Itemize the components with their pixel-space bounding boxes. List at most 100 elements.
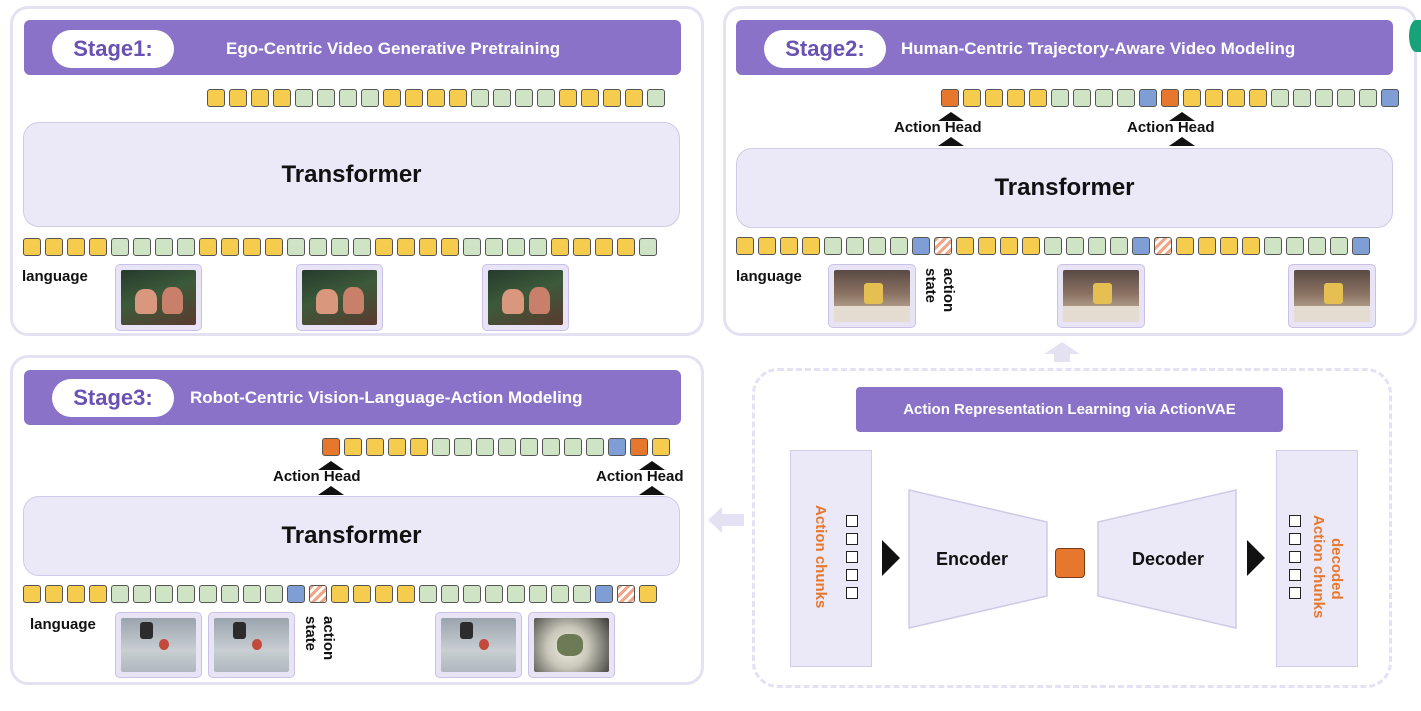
state-token — [1132, 237, 1150, 255]
left-connector-arrow-icon — [708, 507, 744, 533]
chunk-box — [846, 515, 858, 527]
vision-token — [265, 585, 283, 603]
vision-token — [1183, 89, 1201, 107]
up-arrow-icon — [1169, 137, 1195, 146]
corner-marker-icon — [1409, 20, 1421, 52]
vision-token — [419, 585, 437, 603]
action-query-token — [309, 585, 327, 603]
vision-token — [736, 237, 754, 255]
vision-token — [221, 585, 239, 603]
stage1-language-label: language — [22, 268, 88, 285]
stage2-transformer: Transformer — [736, 148, 1393, 228]
vision-token — [295, 89, 313, 107]
chunk-box — [1289, 533, 1301, 545]
stage2-output-tokens — [941, 89, 1399, 107]
vision-token — [449, 89, 467, 107]
vision-token — [1088, 237, 1106, 255]
stage1-frame-3 — [482, 264, 569, 331]
stage3-action-head-1: Action Head — [273, 468, 361, 485]
stage3-frame-3 — [435, 612, 522, 678]
vision-token — [155, 238, 173, 256]
vision-token — [1110, 237, 1128, 255]
action-chunks-input-column — [790, 450, 872, 667]
action-token — [322, 438, 340, 456]
chunk-box — [1289, 569, 1301, 581]
ego-video-frame-image — [121, 270, 196, 325]
vision-token — [133, 238, 151, 256]
vision-token — [985, 89, 1003, 107]
vision-token — [551, 238, 569, 256]
vision-token — [177, 238, 195, 256]
vision-token — [111, 585, 129, 603]
stage1-title: Ego-Centric Video Generative Pretraining — [226, 39, 561, 58]
vision-token — [1095, 89, 1113, 107]
state-token — [595, 585, 613, 603]
action-query-token — [934, 237, 952, 255]
vision-token — [1315, 89, 1333, 107]
right-arrow-icon — [1247, 540, 1265, 576]
vision-token — [780, 237, 798, 255]
vision-token — [1242, 237, 1260, 255]
chunk-box — [846, 569, 858, 581]
stage2-frame-1 — [828, 264, 916, 328]
vision-token — [1176, 237, 1194, 255]
vision-token — [1007, 89, 1025, 107]
vision-token — [366, 438, 384, 456]
stage1-label: Stage1: — [52, 30, 174, 68]
stage3-output-tokens — [322, 438, 670, 456]
state-token — [1381, 89, 1399, 107]
vision-token — [273, 89, 291, 107]
chunk-box — [846, 551, 858, 563]
vision-token — [520, 438, 538, 456]
robot-video-frame-image — [214, 618, 289, 672]
vision-token — [1286, 237, 1304, 255]
decoder-label: Decoder — [1132, 549, 1205, 569]
vision-token — [353, 585, 371, 603]
vision-token — [485, 238, 503, 256]
vision-token — [1330, 237, 1348, 255]
vision-token — [1000, 237, 1018, 255]
vision-token — [493, 89, 511, 107]
vision-token — [441, 585, 459, 603]
encoder-label: Encoder — [936, 549, 1009, 569]
vision-token — [1066, 237, 1084, 255]
up-arrow-icon — [639, 461, 665, 470]
vae-title: Action Representation Learning via Actio… — [856, 387, 1283, 432]
stage1-frame-1 — [115, 264, 202, 331]
action-query-token — [617, 585, 635, 603]
vision-token — [963, 89, 981, 107]
vision-token — [573, 238, 591, 256]
latent-token — [1055, 548, 1085, 578]
up-arrow-icon — [318, 486, 344, 495]
action-token — [630, 438, 648, 456]
vision-token — [229, 89, 247, 107]
vision-token — [89, 585, 107, 603]
vision-token — [410, 438, 428, 456]
vision-token — [529, 585, 547, 603]
vision-token — [111, 238, 129, 256]
vision-token — [1022, 237, 1040, 255]
vision-token — [1205, 89, 1223, 107]
vision-token — [463, 238, 481, 256]
vision-token — [361, 89, 379, 107]
vision-token — [802, 237, 820, 255]
stage2-action-head-2: Action Head — [1127, 119, 1215, 136]
vision-token — [476, 438, 494, 456]
state-token — [912, 237, 930, 255]
chunk-box — [1289, 551, 1301, 563]
vision-token — [1117, 89, 1135, 107]
vision-token — [67, 585, 85, 603]
vision-token — [564, 438, 582, 456]
decoded-label: decoded — [1328, 538, 1345, 600]
ego-video-frame-image — [488, 270, 563, 325]
vision-token — [542, 438, 560, 456]
up-connector-arrow-icon — [1044, 342, 1080, 362]
vision-token — [586, 438, 604, 456]
human-video-frame-image — [834, 270, 910, 322]
vision-token — [758, 237, 776, 255]
vision-token — [309, 238, 327, 256]
vision-token — [1051, 89, 1069, 107]
stage3-title: Robot-Centric Vision-Language-Action Mod… — [190, 388, 583, 407]
vision-token — [846, 237, 864, 255]
stage3-transformer: Transformer — [23, 496, 680, 576]
